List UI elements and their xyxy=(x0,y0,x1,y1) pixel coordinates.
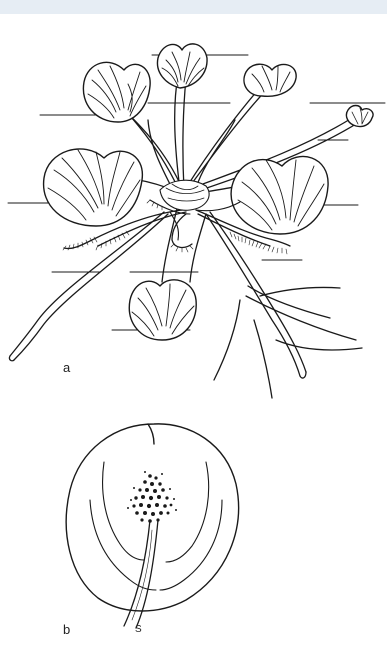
leaf-middle-right xyxy=(231,156,328,234)
panel-a-label: a xyxy=(63,360,71,375)
leaf-far-right-small xyxy=(346,106,373,127)
leaf-middle-left xyxy=(44,149,143,226)
leaf-top-center xyxy=(157,44,207,88)
leaf-bottom xyxy=(129,280,196,340)
panel-b-label: b xyxy=(63,622,70,637)
leaf-upper-left xyxy=(83,62,150,122)
leaf-upper-right xyxy=(244,64,296,96)
stalk-mark: S xyxy=(135,624,142,635)
leaf-detail xyxy=(66,424,238,628)
crown xyxy=(150,180,240,240)
